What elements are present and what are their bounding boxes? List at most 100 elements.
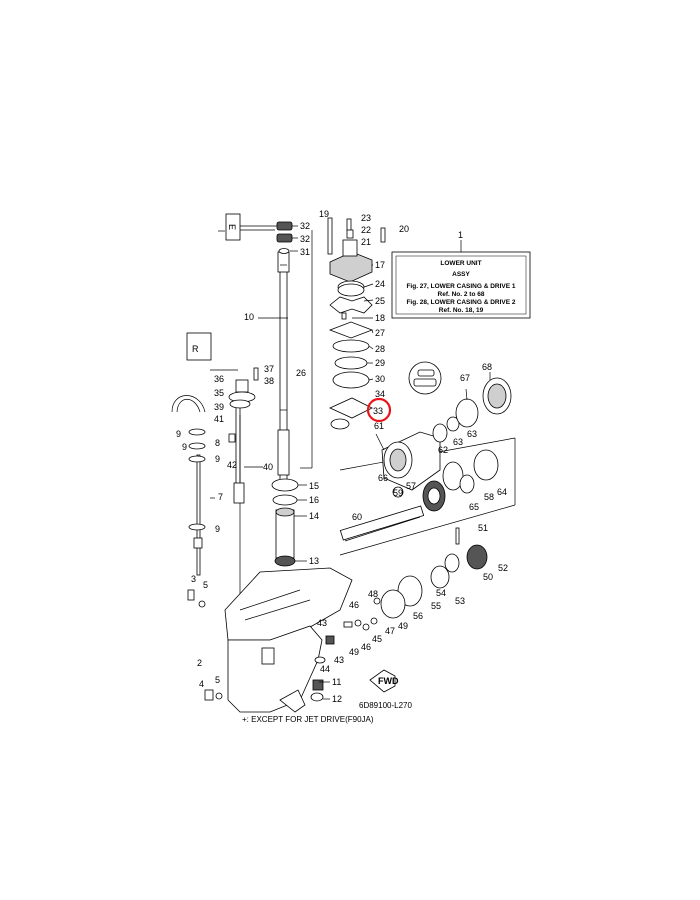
shaft-bearings [271, 478, 299, 567]
svg-text:R: R [192, 344, 199, 354]
label-48: 48 [368, 589, 378, 599]
label-49a: 49 [398, 621, 408, 631]
label-53: 53 [455, 596, 465, 606]
label-62: 62 [438, 445, 448, 455]
svg-text:E: E [227, 224, 237, 230]
info-line-3: Fig. 27, LOWER CASING & DRIVE 1 [406, 283, 515, 290]
label-65: 65 [469, 502, 479, 512]
label-9d: 9 [215, 524, 220, 534]
label-33: 33 [373, 406, 383, 416]
label-12: 12 [332, 694, 342, 704]
shift-rod [228, 367, 259, 600]
label-67: 67 [460, 373, 470, 383]
highlight-circle-33 [366, 397, 392, 423]
label-4: 4 [199, 679, 204, 689]
label-13: 13 [309, 556, 319, 566]
label-68: 68 [482, 362, 492, 372]
label-49b: 49 [349, 647, 359, 657]
label-9a: 9 [176, 429, 181, 439]
label-30: 30 [375, 374, 385, 384]
label-58: 58 [484, 492, 494, 502]
label-5a: 5 [203, 580, 208, 590]
propeller-shaft [314, 486, 425, 664]
label-64: 64 [497, 487, 507, 497]
label-24: 24 [375, 279, 385, 289]
label-51: 51 [478, 523, 488, 533]
label-57: 57 [406, 481, 416, 491]
label-23: 23 [361, 213, 371, 223]
label-41: 41 [214, 414, 224, 424]
label-52: 52 [498, 563, 508, 573]
label-43a: 43 [317, 618, 327, 628]
label-59: 59 [393, 488, 403, 498]
key-detail-top: E [225, 213, 278, 241]
info-line-2: ASSY [452, 271, 470, 278]
info-line-4: Ref. No. 2 to 68 [438, 291, 485, 298]
label-46b: 46 [361, 642, 371, 652]
label-60: 60 [352, 512, 362, 522]
fwd-label: FWD [378, 676, 399, 686]
diagram-code: 6D89100-L270 [359, 701, 412, 710]
label-29: 29 [375, 358, 385, 368]
label-34: 34 [375, 389, 385, 399]
label-27: 27 [375, 328, 385, 338]
label-61: 61 [374, 421, 384, 431]
label-2: 2 [197, 658, 202, 668]
label-45: 45 [372, 634, 382, 644]
key-detail-right [408, 361, 442, 395]
label-66: 66 [378, 473, 388, 483]
label-42: 42 [227, 460, 237, 470]
label-32a: 32 [300, 221, 310, 231]
label-11: 11 [332, 677, 341, 687]
label-39: 39 [214, 402, 224, 412]
label-26: 26 [296, 368, 306, 378]
label-40: 40 [263, 462, 273, 472]
label-9b: 9 [182, 442, 187, 452]
label-36: 36 [214, 374, 224, 384]
bearing-stack-top [276, 221, 293, 254]
reverse-gear-group [343, 527, 488, 631]
label-63a: 63 [453, 437, 463, 447]
label-10: 10 [244, 312, 254, 322]
label-19: 19 [319, 209, 329, 219]
label-35: 35 [214, 388, 224, 398]
label-1: 1 [458, 230, 463, 240]
label-25: 25 [375, 296, 385, 306]
label-16: 16 [309, 495, 319, 505]
label-56: 56 [413, 611, 423, 621]
label-55: 55 [431, 601, 441, 611]
label-18: 18 [375, 313, 385, 323]
info-line-1: LOWER UNIT [440, 260, 481, 267]
label-47: 47 [385, 626, 395, 636]
label-21: 21 [361, 237, 371, 247]
label-63b: 63 [467, 429, 477, 439]
label-9c: 9 [215, 454, 220, 464]
label-7: 7 [218, 492, 223, 502]
footnote: +: EXCEPT FOR JET DRIVE(F90JA) [242, 715, 374, 724]
info-line-6: Ref. No. 18, 19 [439, 307, 484, 314]
label-17: 17 [375, 260, 385, 270]
info-line-5: Fig. 28, LOWER CASING & DRIVE 2 [406, 299, 515, 306]
label-44: 44 [320, 664, 330, 674]
label-3: 3 [191, 574, 196, 584]
water-tube [171, 395, 206, 576]
label-31: 31 [300, 247, 310, 257]
lower-casing [224, 567, 353, 713]
water-pump-assembly [327, 217, 386, 430]
forward-arrow: FWD [369, 669, 399, 693]
label-5b: 5 [215, 675, 220, 685]
label-28: 28 [375, 344, 385, 354]
label-50: 50 [483, 572, 493, 582]
label-8: 8 [215, 438, 220, 448]
leader-lines [210, 225, 491, 700]
label-20: 20 [399, 224, 409, 234]
label-32b: 32 [300, 234, 310, 244]
bearing-housing [381, 377, 512, 491]
info-box: 1 LOWER UNIT ASSY Fig. 27, LOWER CASING … [391, 230, 531, 319]
key-detail-left: R [186, 332, 212, 361]
label-38: 38 [264, 376, 274, 386]
bottom-left-fasteners [187, 589, 324, 702]
forward-gear [422, 474, 475, 512]
label-22: 22 [361, 225, 371, 235]
